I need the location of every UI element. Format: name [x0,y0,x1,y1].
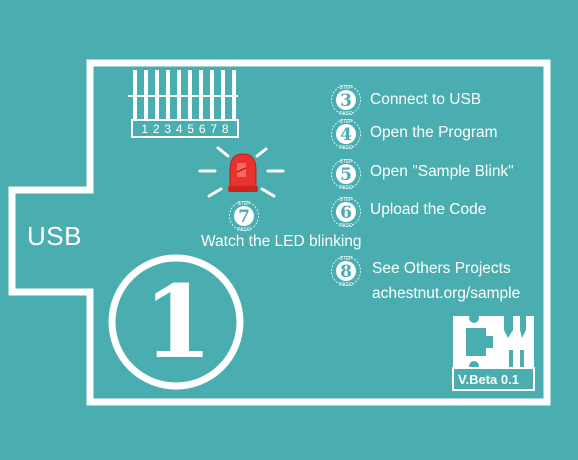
pin-number: 1 [141,122,149,136]
step-ring-bottom: PASO [339,145,353,150]
version-label: V.Beta 0.1 [458,372,519,387]
step-ring-bottom: PASO [339,223,353,228]
step-label-5: Open "Sample Blink" [370,163,514,180]
pin-number: 8 [221,122,229,136]
step-number: 3 [340,91,352,111]
led-icon [228,153,258,192]
step-label-6: Upload the Code [370,201,487,218]
step-label-4: Open the Program [370,124,498,141]
step-number: 4 [340,125,352,145]
pin-number: 2 [152,122,160,136]
logo-icon [453,313,534,371]
step-label-8: See Others Projects [372,260,511,277]
step-number: 6 [340,203,352,223]
step-ring-top: STEP [339,119,353,125]
pin-number: 3 [164,122,172,136]
url-label: achestnut.org/sample [372,285,521,302]
big-step-number: 1 [143,263,213,381]
led-rays [198,146,285,198]
pin-number: 4 [175,122,183,136]
step-number: 5 [340,165,352,185]
pin-numbers: 1 2 3 4 5 6 7 8 [139,122,231,136]
pin-number: 6 [198,122,206,136]
step-ring-top: STEP [339,197,353,203]
step-ring-top: STEP [339,256,353,262]
step-ring-bottom: PASO [339,185,353,190]
step-ring-bottom: PASO [339,111,353,116]
pin-number: 5 [187,122,195,136]
usb-label: USB [27,221,82,251]
step-ring-top: STEP [237,201,251,207]
step-number: 8 [340,262,352,282]
pin-header [128,70,238,120]
step-ring-bottom: PASO [339,282,353,287]
step-number: 7 [238,207,250,227]
pin-number: 7 [210,122,218,136]
led-caption: Watch the LED blinking [201,233,362,250]
step-label-3: Connect to USB [370,91,482,108]
step-ring-bottom: PASO [237,227,251,232]
step-ring-top: STEP [339,159,353,165]
step-ring-top: STEP [339,85,353,91]
